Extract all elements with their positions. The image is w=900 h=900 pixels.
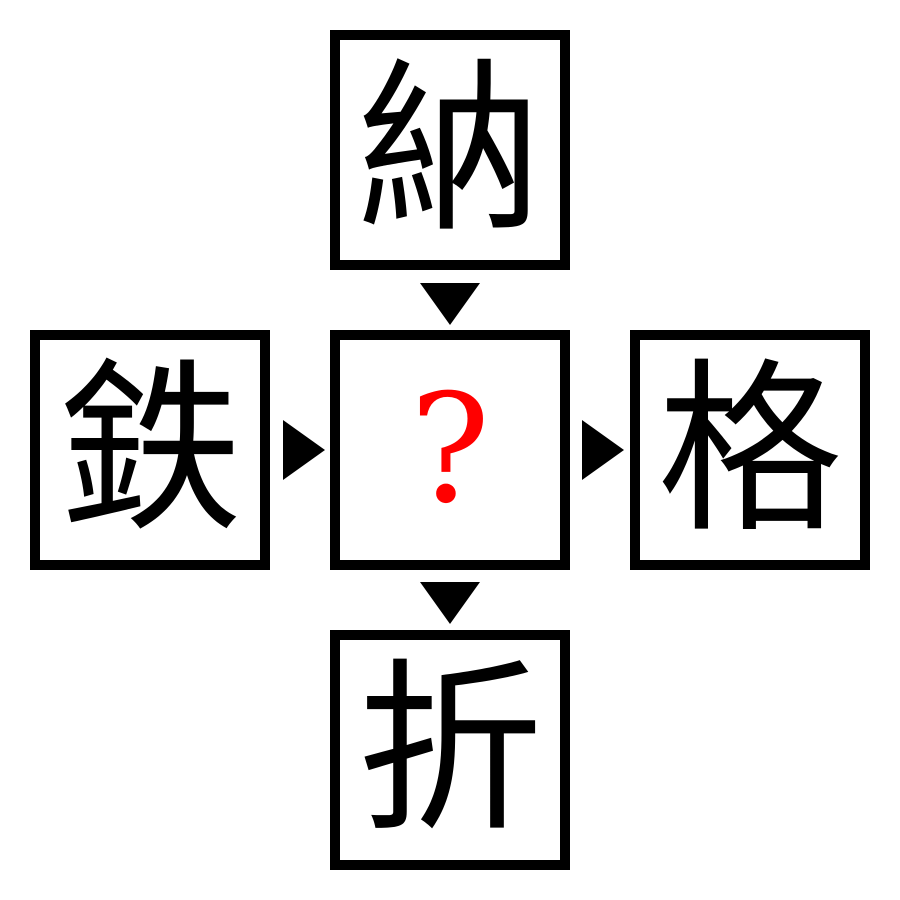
bottom-kanji: 折 bbox=[357, 641, 543, 858]
question-mark: ? bbox=[409, 363, 491, 537]
center-answer-box[interactable]: ? bbox=[330, 330, 570, 570]
arrow-down-icon bbox=[420, 283, 480, 325]
left-kanji: 鉄 bbox=[57, 341, 243, 558]
arrow-down-icon bbox=[420, 582, 480, 624]
top-kanji-box: 納 bbox=[330, 30, 570, 270]
right-kanji: 格 bbox=[657, 341, 843, 558]
left-kanji-box: 鉄 bbox=[30, 330, 270, 570]
arrow-right-icon bbox=[582, 420, 624, 480]
top-kanji: 納 bbox=[357, 41, 543, 258]
bottom-kanji-box: 折 bbox=[330, 630, 570, 870]
arrow-right-icon bbox=[283, 420, 325, 480]
right-kanji-box: 格 bbox=[630, 330, 870, 570]
